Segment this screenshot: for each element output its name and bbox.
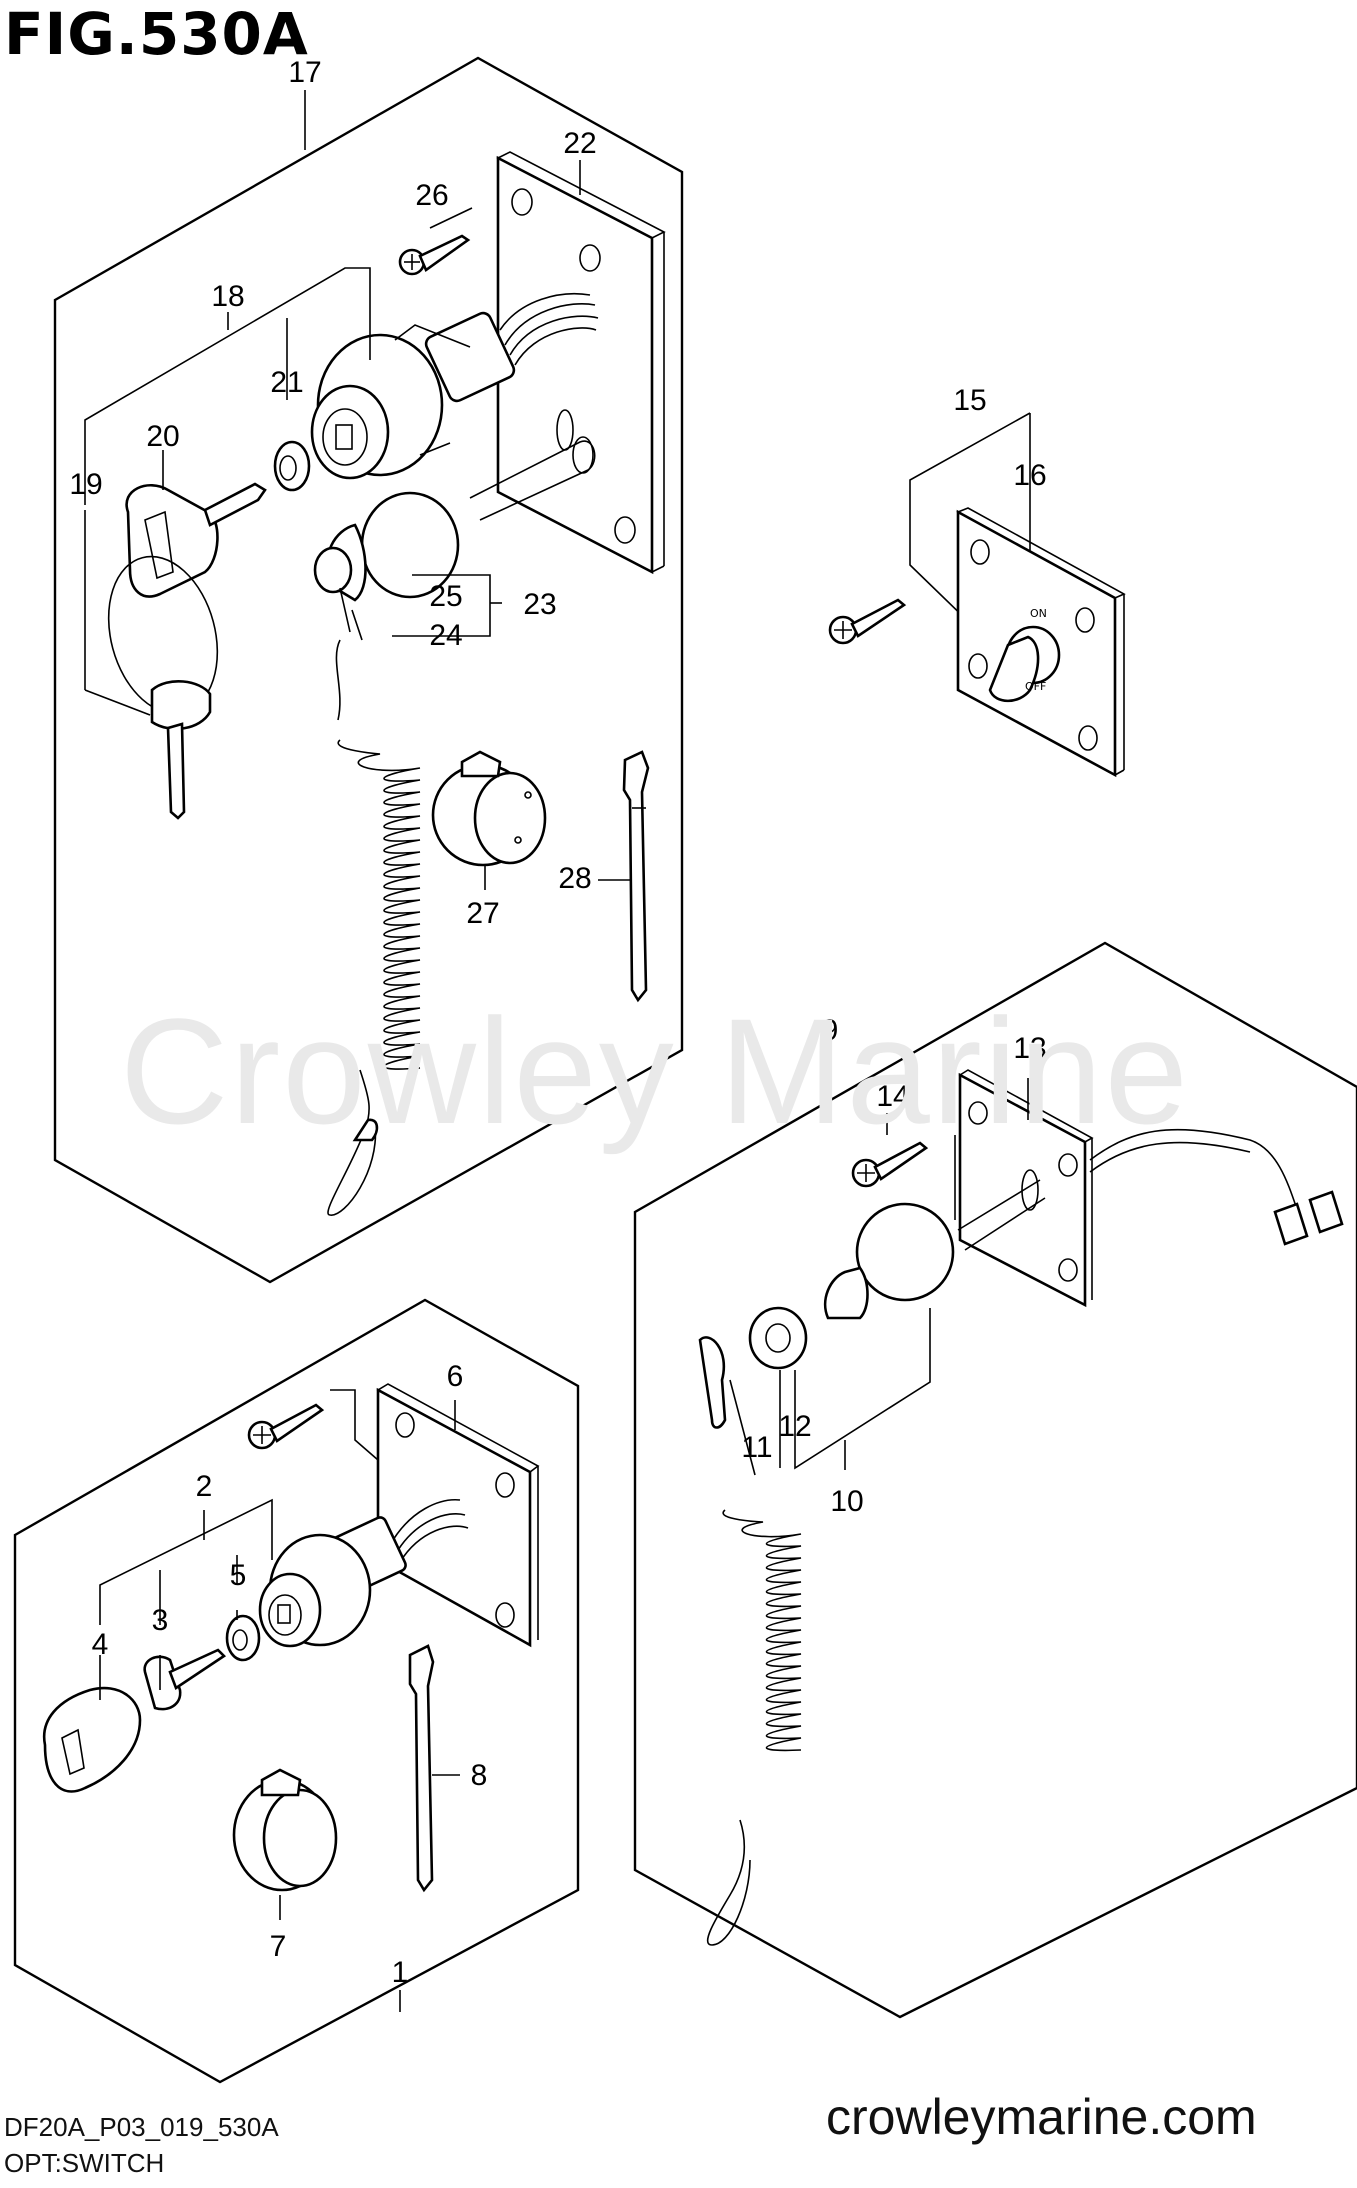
emergency-clip bbox=[431, 750, 547, 867]
stop-switch-lanyard bbox=[313, 436, 596, 1216]
callout-19: 19 bbox=[69, 468, 102, 501]
callout-14: 14 bbox=[876, 1080, 909, 1113]
watermark: Crowley Marine bbox=[120, 987, 1190, 1155]
cable-tie bbox=[622, 750, 650, 1003]
screw bbox=[398, 234, 471, 276]
callout-17: 17 bbox=[288, 56, 321, 89]
callout-20: 20 bbox=[146, 420, 179, 453]
callout-28: 28 bbox=[558, 862, 591, 895]
callout-2: 2 bbox=[196, 1470, 213, 1503]
stop-switch-assembly bbox=[698, 1069, 1344, 1946]
site-url: crowleymarine.com bbox=[826, 2089, 1257, 2145]
callout-27: 27 bbox=[466, 897, 499, 930]
coil-cord-lower bbox=[722, 1509, 802, 1752]
callout-9: 9 bbox=[822, 1014, 839, 1047]
switch-on-label: ON bbox=[1030, 607, 1047, 620]
callout-24: 24 bbox=[429, 619, 462, 652]
callout-21: 21 bbox=[270, 366, 303, 399]
group-1-outline bbox=[13, 1298, 580, 2084]
callout-16: 16 bbox=[1013, 459, 1046, 492]
callout-15: 15 bbox=[953, 384, 986, 417]
group-9-leaders bbox=[729, 1052, 1029, 1476]
callout-4: 4 bbox=[92, 1628, 109, 1661]
group-1-leaders bbox=[99, 1389, 460, 2012]
ignition-key bbox=[107, 482, 267, 820]
callout-23: 23 bbox=[523, 588, 556, 621]
callout-10: 10 bbox=[830, 1485, 863, 1518]
callout-18: 18 bbox=[211, 280, 244, 313]
callout-5: 5 bbox=[230, 1559, 247, 1592]
callout-1: 1 bbox=[392, 1956, 409, 1989]
ignition-switch-lower bbox=[42, 1383, 540, 1893]
group-17-leaders bbox=[84, 90, 630, 890]
callout-7: 7 bbox=[270, 1930, 287, 1963]
callout-6: 6 bbox=[447, 1360, 464, 1393]
callout-26: 26 bbox=[415, 179, 448, 212]
drawing-code: DF20A_P03_019_530A bbox=[4, 2112, 279, 2142]
callout-13: 13 bbox=[1013, 1032, 1046, 1065]
coil-cord bbox=[337, 739, 421, 1070]
callout-22: 22 bbox=[563, 127, 596, 160]
group-9-outline bbox=[633, 941, 1357, 2019]
callout-12: 12 bbox=[778, 1410, 811, 1443]
panel-plate bbox=[496, 151, 666, 575]
callout-25: 25 bbox=[429, 580, 462, 613]
switch-off-label: OFF bbox=[1025, 680, 1046, 693]
callout-8: 8 bbox=[471, 1759, 488, 1792]
group-17-outline bbox=[53, 56, 684, 1284]
figure-title: FIG.530A bbox=[4, 0, 309, 68]
seal-cap bbox=[273, 440, 311, 492]
callout-3: 3 bbox=[152, 1604, 169, 1637]
callout-11: 11 bbox=[741, 1431, 772, 1464]
group-15-switch: ON OFF bbox=[828, 412, 1126, 778]
ignition-switch bbox=[310, 292, 599, 480]
figure-caption: OPT:SWITCH bbox=[4, 2148, 165, 2178]
